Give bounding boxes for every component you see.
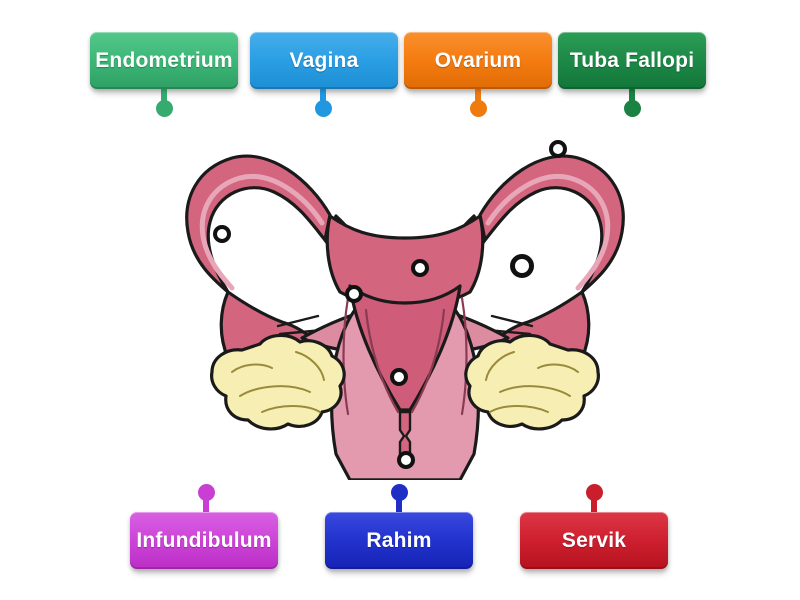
- answer-tile-label: Servik: [561, 528, 627, 552]
- cervical-canal: [398, 410, 412, 458]
- answer-tile-rahim[interactable]: Rahim: [325, 512, 473, 569]
- connector-stem-servik: [591, 492, 597, 516]
- left-tube-inner-lumen: [199, 174, 325, 291]
- connector-knob-infundibulum[interactable]: [197, 483, 215, 501]
- connector-knob-rahim[interactable]: [390, 483, 408, 501]
- left-fimbriae-marker[interactable]: [213, 225, 231, 243]
- connector-knob-endometrium[interactable]: [155, 99, 173, 117]
- answer-tile-label: Vagina: [289, 48, 359, 72]
- answer-tile-label: Endometrium: [95, 48, 233, 72]
- endometrium-marker[interactable]: [411, 259, 429, 277]
- uterine-wall-marker[interactable]: [345, 285, 363, 303]
- answer-tile-ovarium[interactable]: Ovarium: [404, 32, 552, 89]
- answer-tile-tuba-fallopi[interactable]: Tuba Fallopi: [558, 32, 706, 89]
- uterus-diagram: [170, 120, 640, 480]
- endometrial-cavity: [348, 284, 462, 412]
- right-ovary: [464, 333, 600, 431]
- answer-tile-label: Tuba Fallopi: [569, 48, 695, 72]
- connector-knob-tuba-fallopi[interactable]: [623, 99, 641, 117]
- uterus-fundus: [325, 214, 485, 308]
- connector-stem-rahim: [396, 492, 402, 516]
- connector-knob-servik[interactable]: [585, 483, 603, 501]
- right-tube-inner-lumen: [485, 174, 611, 291]
- connector-knob-ovarium[interactable]: [469, 99, 487, 117]
- cervix-marker[interactable]: [390, 368, 408, 386]
- answer-tile-servik[interactable]: Servik: [520, 512, 668, 569]
- vagina-marker[interactable]: [397, 451, 415, 469]
- answer-tile-label: Rahim: [366, 528, 432, 552]
- right-ovary-marker[interactable]: [510, 254, 534, 278]
- answer-tile-infundibulum[interactable]: Infundibulum: [130, 512, 278, 569]
- connector-stem-infundibulum: [203, 492, 209, 516]
- connector-knob-vagina[interactable]: [314, 99, 332, 117]
- answer-tile-label: Infundibulum: [136, 528, 272, 552]
- answer-tile-label: Ovarium: [434, 48, 522, 72]
- right-fallopian-tube-marker[interactable]: [549, 140, 567, 158]
- left-ovary: [210, 333, 346, 431]
- answer-tile-vagina[interactable]: Vagina: [250, 32, 398, 89]
- answer-tile-endometrium[interactable]: Endometrium: [90, 32, 238, 89]
